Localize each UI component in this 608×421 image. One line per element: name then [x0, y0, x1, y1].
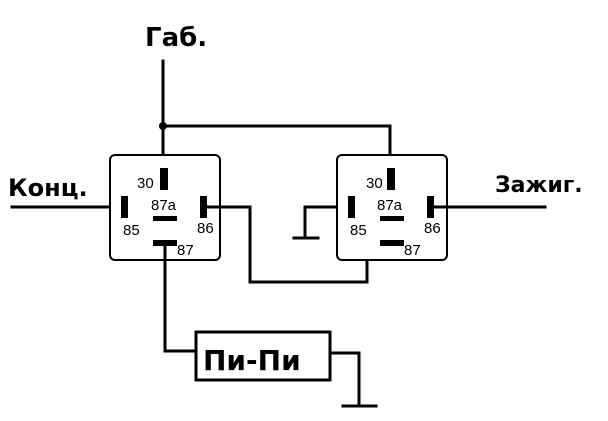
wire-relay1-87-to-module	[163, 244, 198, 353]
relay-1-contact-87a	[153, 216, 177, 221]
label-gabarity: Габ.	[145, 23, 207, 53]
relay-1-pin-85-label: 85	[123, 222, 140, 239]
relay-1-pin-86-label: 86	[197, 220, 214, 237]
relay-2-pin-85-label: 85	[350, 222, 367, 239]
relay-2: 30 85 87a 86 87	[336, 154, 448, 261]
relay-1-contact-30	[160, 168, 168, 190]
relay-1: 30 85 87a 86 87	[109, 154, 221, 261]
wire-relay2-85-to-ground	[303, 205, 352, 240]
relay-2-pin-87-label: 87	[404, 242, 421, 259]
relay-2-pin-30-label: 30	[366, 175, 383, 192]
relay-1-contact-85	[121, 196, 128, 218]
relay-2-contact-30	[387, 168, 395, 190]
relay-2-pin-87a-label: 87a	[377, 197, 403, 214]
wire-module-to-ground	[328, 351, 361, 408]
label-zazhiganie: Зажиг.	[495, 173, 583, 198]
relay-2-contact-87	[380, 240, 404, 246]
relay-1-pin-87a-label: 87a	[151, 197, 177, 214]
relay-2-pin-86-label: 86	[424, 220, 441, 237]
relay-1-pin-87-label: 87	[177, 242, 194, 259]
relay-1-contact-87	[153, 240, 177, 246]
label-koncevik: Конц.	[8, 174, 88, 202]
relay-2-contact-86	[427, 196, 434, 218]
module-pipi-box	[194, 330, 332, 382]
module-pipi-label: Пи-Пи	[203, 344, 301, 377]
relay-2-contact-85	[348, 196, 355, 218]
relay-1-contact-86	[200, 196, 207, 218]
relay-1-pin-30-label: 30	[137, 175, 154, 192]
relay-2-contact-87a	[380, 216, 404, 221]
